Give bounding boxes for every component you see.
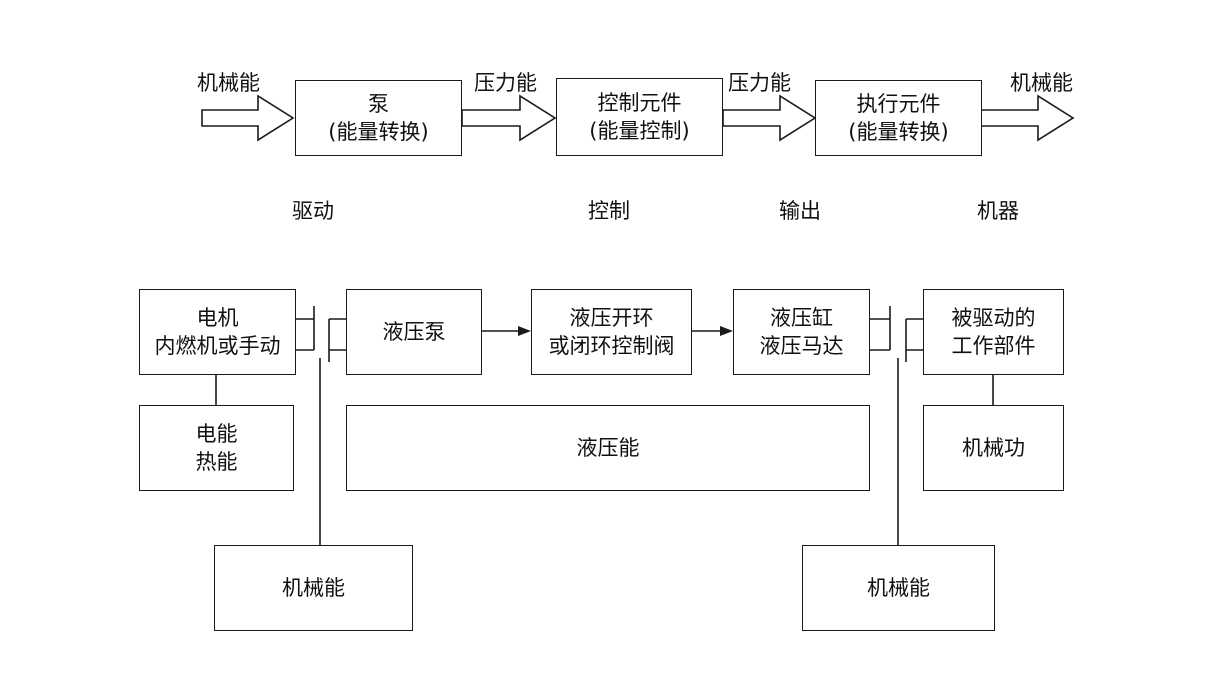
actuator-title: 执行元件: [856, 92, 941, 116]
pump-to-control-arrow: [461, 94, 557, 142]
actuators-line1: 液压缸: [770, 306, 833, 330]
input-energy-label: 机械能: [197, 71, 260, 95]
valve-line1: 液压开环: [569, 306, 654, 330]
valve-line2: 或闭环控制阀: [548, 334, 675, 358]
motor-box: 电机 内燃机或手动: [139, 289, 296, 375]
control-to-actuator-arrow: [722, 94, 817, 142]
motor-energy-line1: 电能: [195, 422, 238, 446]
control-valve-box: 液压开环 或闭环控制阀: [531, 289, 692, 375]
pump-subtitle: (能量转换): [328, 120, 429, 144]
driven-parts-box: 被驱动的 工作部件: [923, 289, 1064, 375]
mechanical-energy-left-label: 机械能: [282, 576, 345, 600]
actuator-element-box: 执行元件 (能量转换): [815, 80, 982, 156]
control-subtitle: (能量控制): [589, 119, 690, 143]
driven-parts-line2: 工作部件: [951, 334, 1036, 358]
valve-to-actuator-arrowhead: [720, 326, 733, 336]
stage-control-label: 控制: [588, 199, 630, 223]
motor-line2: 内燃机或手动: [154, 334, 281, 358]
actuators-box: 液压缸 液压马达: [733, 289, 870, 375]
actuators-line2: 液压马达: [759, 334, 844, 358]
right-coupling: [870, 306, 924, 545]
output-arrow: [980, 94, 1075, 142]
mechanical-energy-right-label: 机械能: [867, 576, 930, 600]
control-title: 控制元件: [597, 91, 682, 115]
output-energy-label: 机械能: [1010, 71, 1073, 95]
actuator-subtitle: (能量转换): [848, 120, 949, 144]
hydraulic-pump-label: 液压泵: [382, 320, 446, 344]
left-coupling: [296, 306, 347, 545]
stage-output-label: 输出: [779, 199, 821, 223]
hydraulic-energy-box: 液压能: [346, 405, 870, 491]
mechanical-work-box: 机械功: [923, 405, 1064, 491]
pump-box: 泵 (能量转换): [295, 80, 462, 156]
stage-machine-label: 机器: [977, 199, 1019, 223]
mechanical-work-label: 机械功: [962, 436, 1025, 460]
hydraulic-energy-label: 液压能: [576, 436, 640, 460]
mechanical-energy-right-box: 机械能: [802, 545, 995, 631]
pump-to-valve-arrowhead: [518, 326, 531, 336]
driven-parts-line1: 被驱动的: [951, 306, 1036, 330]
input-arrow: [201, 94, 295, 142]
pump-title: 泵: [368, 92, 389, 116]
motor-energy-line2: 热能: [195, 450, 238, 474]
motor-line1: 电机: [196, 306, 239, 330]
motor-energy-box: 电能 热能: [139, 405, 294, 491]
hydraulic-pump-box: 液压泵: [346, 289, 482, 375]
control-element-box: 控制元件 (能量控制): [556, 78, 723, 156]
stage-drive-label: 驱动: [292, 199, 334, 223]
pressure-energy-label-2: 压力能: [728, 71, 791, 95]
mechanical-energy-left-box: 机械能: [214, 545, 413, 631]
pressure-energy-label-1: 压力能: [474, 71, 537, 95]
